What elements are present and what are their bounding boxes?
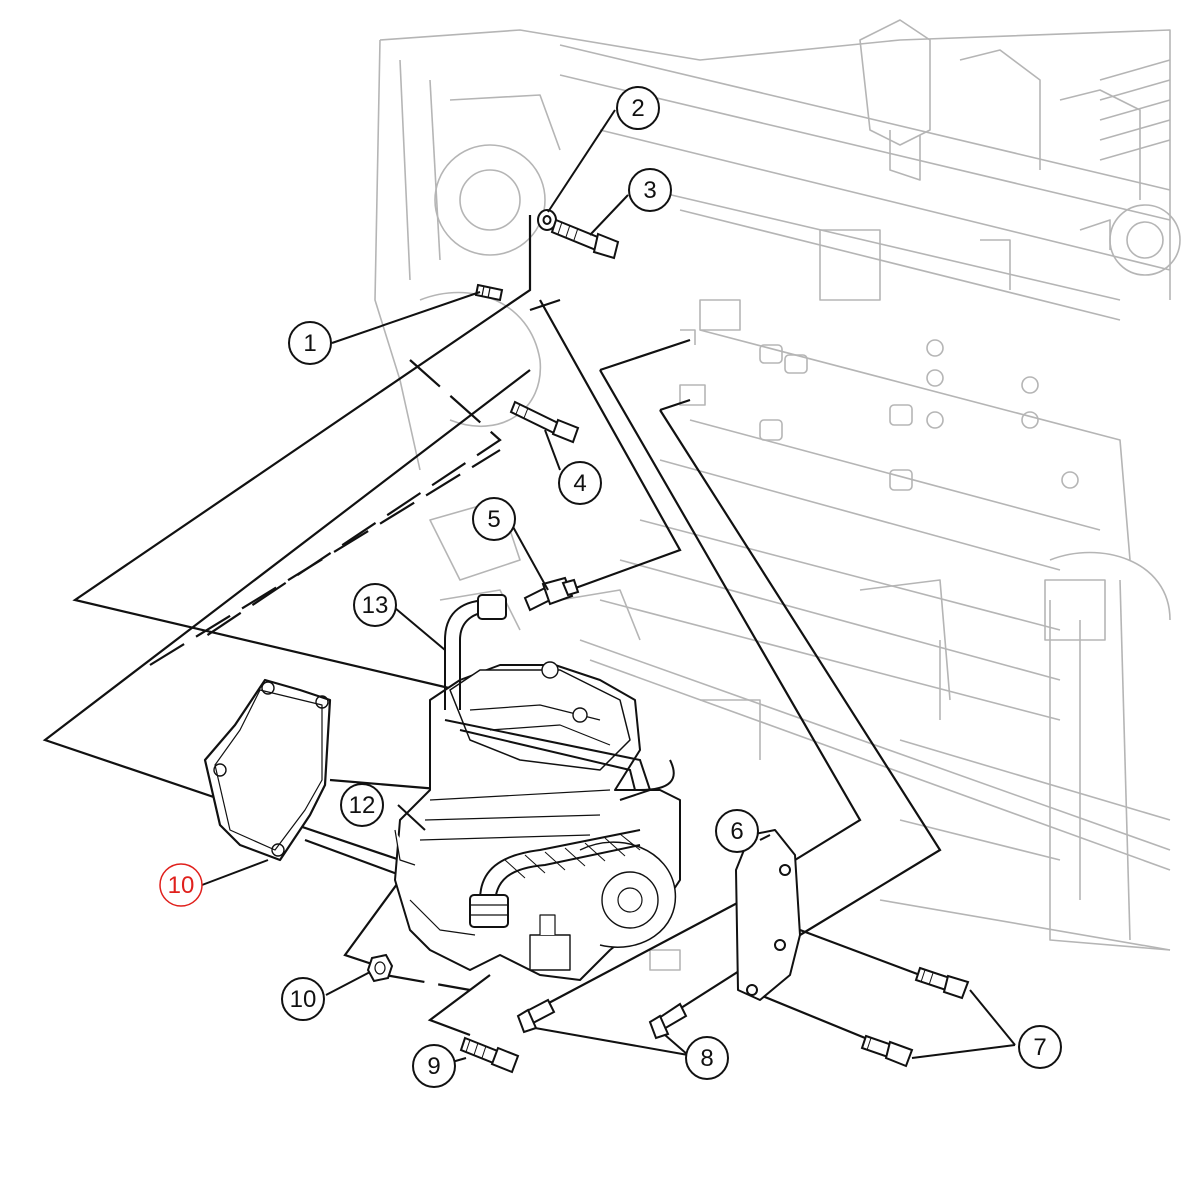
callout-6: 6 (715, 809, 759, 853)
callout-5-label: 5 (487, 506, 500, 533)
callout-8: 8 (685, 1036, 729, 1080)
callout-10-nut: 10 (281, 977, 325, 1021)
callout-9: 9 (412, 1044, 456, 1088)
callout-7-label: 7 (1033, 1034, 1046, 1061)
callout-10-nut-label: 10 (290, 986, 317, 1013)
callout-13: 13 (353, 583, 397, 627)
callout-2: 2 (616, 86, 660, 130)
callout-13-label: 13 (362, 592, 389, 619)
callout-12-label: 12 (349, 792, 376, 819)
callout-3: 3 (628, 168, 672, 212)
mounting-plate (735, 829, 801, 1001)
callout-12: 12 (340, 783, 384, 827)
engine-block-background (374, 19, 1181, 971)
nut-10 (366, 953, 394, 983)
dowel-pin (474, 283, 504, 302)
leader-lines (201, 109, 1016, 1063)
callout-7: 7 (1018, 1025, 1062, 1069)
callout-9-label: 9 (427, 1053, 440, 1080)
callout-10-gasket: 10 (159, 863, 203, 907)
callout-10-gasket-label: 10 (168, 872, 195, 899)
callout-1-label: 1 (303, 330, 316, 357)
dashed-explosion-lines (149, 298, 561, 992)
callout-4: 4 (558, 461, 602, 505)
compressor-hoses (444, 594, 675, 928)
mounting-bolts-8 (516, 998, 688, 1040)
callout-3-label: 3 (643, 177, 656, 204)
air-compressor (394, 661, 681, 981)
callout-8-label: 8 (700, 1045, 713, 1072)
middle-bolt (509, 400, 580, 444)
callout-2-label: 2 (631, 95, 644, 122)
callout-5: 5 (472, 497, 516, 541)
mounting-bolts-7 (860, 966, 970, 1068)
lower-bolt-9 (459, 1036, 520, 1074)
washer (537, 209, 557, 231)
callout-1: 1 (288, 321, 332, 365)
compressor-gasket (203, 678, 332, 862)
upper-bolt (550, 218, 620, 260)
fitting (523, 576, 580, 612)
callout-6-label: 6 (730, 818, 743, 845)
callout-4-label: 4 (573, 470, 586, 497)
